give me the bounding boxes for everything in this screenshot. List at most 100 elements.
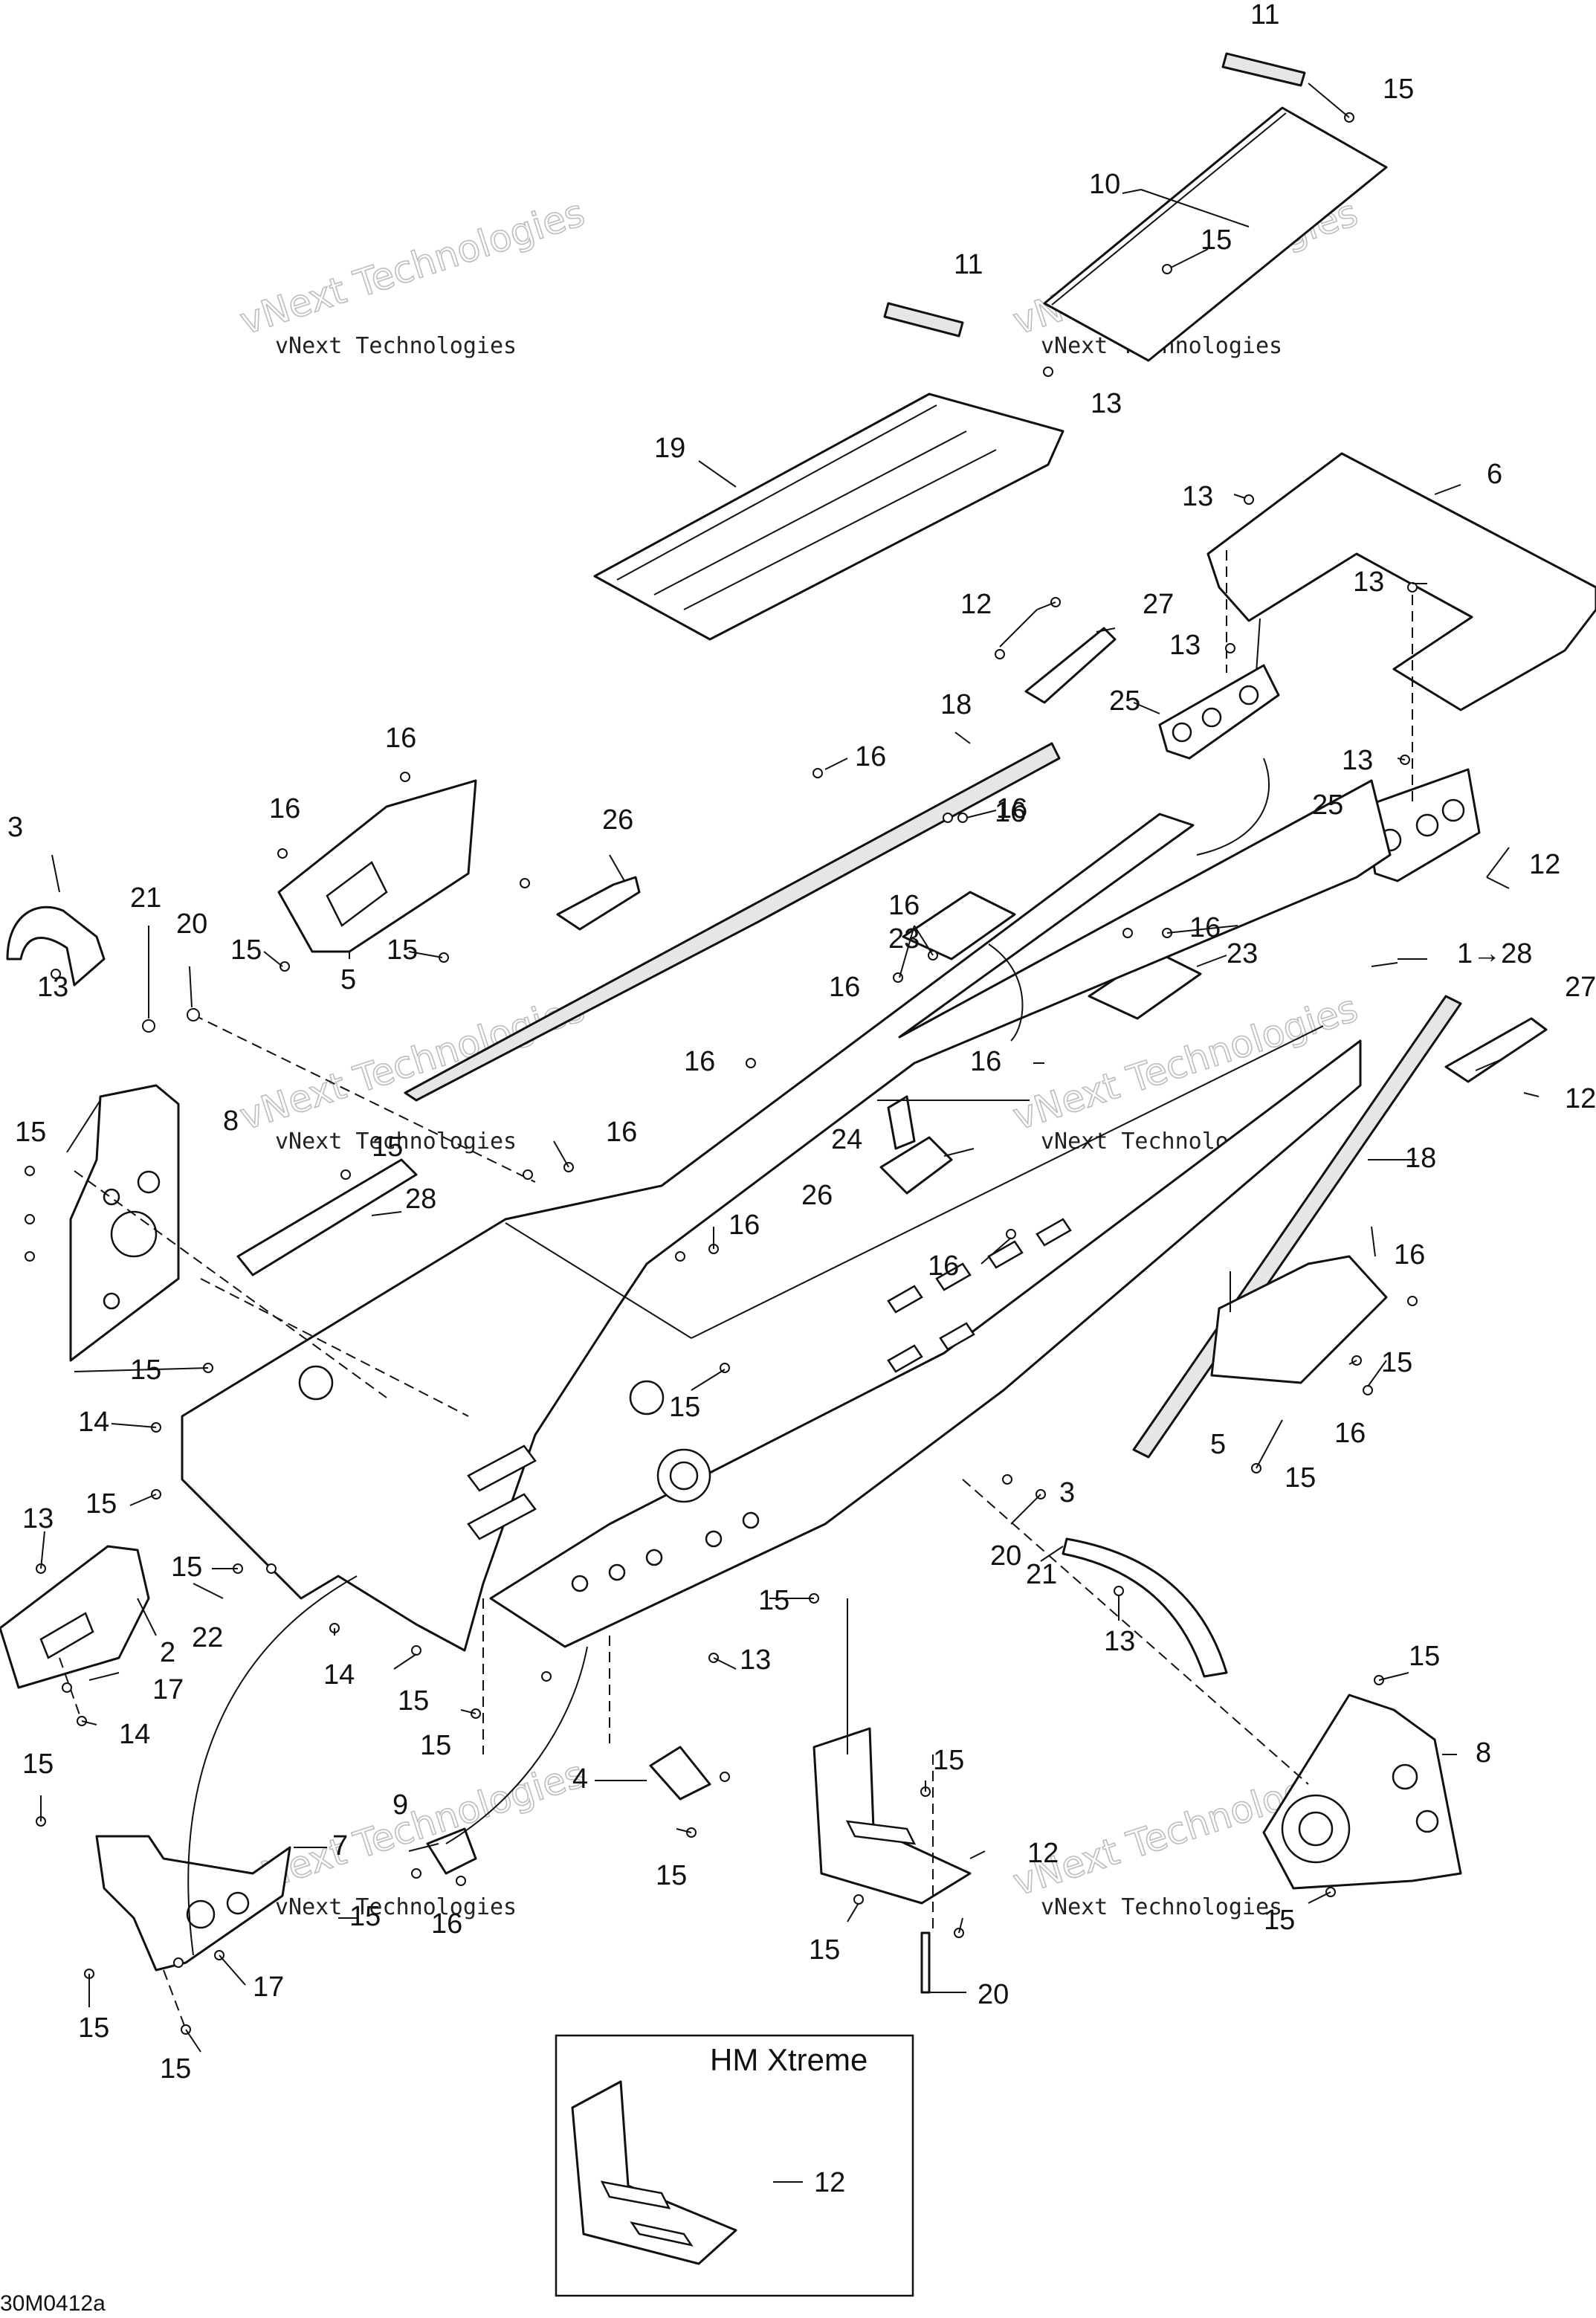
callout-15-plate-8-right: 15 <box>1409 1641 1440 1672</box>
callout-15-tunnel-b: 15 <box>420 1730 451 1761</box>
part-3-bumper-left <box>6 905 106 987</box>
callout-13-bracket-2: 13 <box>22 1503 54 1534</box>
callout-16-bracket-5-right-b: 16 <box>1334 1418 1366 1449</box>
callout-25-upper: 25 <box>1109 685 1140 717</box>
part-26-bracket-mid <box>879 1136 953 1195</box>
callout-14-tunnel: 14 <box>323 1659 355 1691</box>
callout-15-bracket-7-top: 15 <box>22 1749 54 1780</box>
callout-15-top: 15 <box>1383 74 1414 105</box>
callout-12-center: 12 <box>1027 1838 1059 1869</box>
callout-25-lower: 25 <box>1312 790 1343 821</box>
part-12-bracket-center <box>812 1727 972 1905</box>
callout-15-plate: 15 <box>1201 225 1232 256</box>
part-28-strip <box>236 1158 418 1276</box>
part-3-bumper-right <box>1062 1537 1228 1678</box>
callout-26-mid: 26 <box>801 1180 833 1211</box>
callout-8-left: 8 <box>223 1105 239 1137</box>
part-18-rail-left <box>404 742 1061 1102</box>
callout-16-plate-b: 16 <box>888 890 920 921</box>
parts-group <box>0 52 1596 1994</box>
watermark-outline-5: vNext Technologies <box>235 1752 589 1904</box>
watermark-text-1: vNext Technologies <box>275 333 517 359</box>
callout-15-bracket-4: 15 <box>656 1860 687 1891</box>
callout-15-bracket-7-bottom-a: 15 <box>78 2012 109 2044</box>
part-11-strip-mid <box>883 302 964 338</box>
watermark-outline-3: vNext Technologies <box>235 987 589 1138</box>
callout-17-left: 17 <box>152 1674 184 1705</box>
part-2-bracket <box>0 1545 150 1689</box>
part-4-bracket <box>649 1746 711 1801</box>
callout-16-rail: 16 <box>855 741 886 772</box>
callout-15-plate-8-bottom: 15 <box>1264 1905 1295 1936</box>
watermark-outline-1: vNext Technologies <box>235 191 589 343</box>
part-27-bracket-upper <box>1024 627 1117 704</box>
callout-16-bracket-5: 16 <box>385 723 416 754</box>
callout-15-tunnel-front: 15 <box>669 1392 700 1423</box>
part-6-rear-frame <box>1206 452 1596 711</box>
callout-16-tunnel-d: 16 <box>606 1117 637 1148</box>
callout-16-tunnel-f: 16 <box>928 1250 959 1282</box>
callout-13-cover: 13 <box>1091 388 1122 419</box>
callout-12-upper: 12 <box>960 589 992 620</box>
callout-15-bracket-7: 15 <box>349 1901 381 1932</box>
callout-20-left: 20 <box>176 908 207 940</box>
callout-15-tunnel-a: 15 <box>398 1685 429 1717</box>
inset-hm-xtreme: HM Xtreme 12 <box>555 2034 914 2297</box>
callout-15-side-left: 15 <box>130 1355 161 1386</box>
part-26-bracket-top <box>556 876 641 931</box>
callout-17-bracket-7: 17 <box>253 1972 284 2003</box>
part-24-pin <box>887 1095 916 1150</box>
callout-15-strip-28: 15 <box>372 1131 403 1163</box>
assembly-lines <box>59 550 1413 2030</box>
callout-16-bracket-9: 16 <box>431 1908 462 1940</box>
callout-16-plate-23: 16 <box>996 793 1027 824</box>
callout-12-bracket-27: 12 <box>1565 1083 1596 1114</box>
callout-15-bracket-5-right-a: 15 <box>1381 1347 1412 1378</box>
callout-23-right: 23 <box>1227 938 1258 969</box>
callout-19: 19 <box>654 433 685 464</box>
part-1-tunnel-chassis <box>181 779 1392 1652</box>
callout-2: 2 <box>160 1637 175 1668</box>
callout-18-upper: 18 <box>940 689 972 720</box>
inset-callout-12: 12 <box>814 2167 845 2198</box>
callout-15-bracket-5-b: 15 <box>387 934 418 966</box>
callout-15-bracket-5-a: 15 <box>230 934 262 966</box>
callout-15-bracket-2-b: 15 <box>171 1552 202 1583</box>
callout-15-tunnel-c: 15 <box>758 1585 789 1616</box>
part-20-pin-bottom <box>920 1931 931 1994</box>
callout-13-left-bumper: 13 <box>37 972 68 1003</box>
callout-13-upper: 13 <box>1169 630 1201 661</box>
callout-13-frame-b: 13 <box>1353 566 1384 598</box>
watermark-group: vNext Technologies vNext Technologies vN… <box>234 190 1363 1920</box>
callout-15-plate-8-left: 15 <box>15 1117 46 1148</box>
callout-21-right: 21 <box>1026 1559 1057 1590</box>
callout-26-top: 26 <box>602 804 633 836</box>
callout-15-bracket-7-bottom-b: 15 <box>160 2053 191 2085</box>
part-1-tunnel-floor <box>489 1039 1362 1648</box>
part-5-bracket-left <box>277 779 477 953</box>
leader-lines <box>40 83 1540 2053</box>
callout-3-right: 3 <box>1059 1477 1075 1508</box>
callout-3-left: 3 <box>7 812 23 843</box>
part-8-side-plate-right <box>1262 1694 1462 1890</box>
inset-title: HM Xtreme <box>710 2042 868 2077</box>
callout-16-left: 16 <box>269 793 300 824</box>
callout-11-mid: 11 <box>954 249 983 280</box>
callout-5-left: 5 <box>340 964 356 995</box>
callout-27-right: 27 <box>1565 972 1596 1003</box>
part-10-plate <box>1043 106 1388 362</box>
watermark-text-6: vNext Technologies <box>1041 1894 1282 1920</box>
callout-20-right: 20 <box>990 1540 1021 1572</box>
callout-16-bracket-5-right-a: 16 <box>1394 1239 1425 1271</box>
callout-11-top: 11 <box>1250 0 1279 30</box>
part-5-bracket-right <box>1210 1255 1388 1384</box>
callout-16-plate-a: 16 <box>995 797 1026 828</box>
callout-27-upper: 27 <box>1143 589 1174 620</box>
callout-21-left: 21 <box>130 882 161 914</box>
callout-9: 9 <box>392 1789 408 1821</box>
callout-7: 7 <box>332 1830 348 1862</box>
callout-23-left: 23 <box>888 923 920 955</box>
callout-13-tunnel: 13 <box>740 1644 771 1676</box>
callout-14-left-a: 14 <box>78 1407 109 1438</box>
